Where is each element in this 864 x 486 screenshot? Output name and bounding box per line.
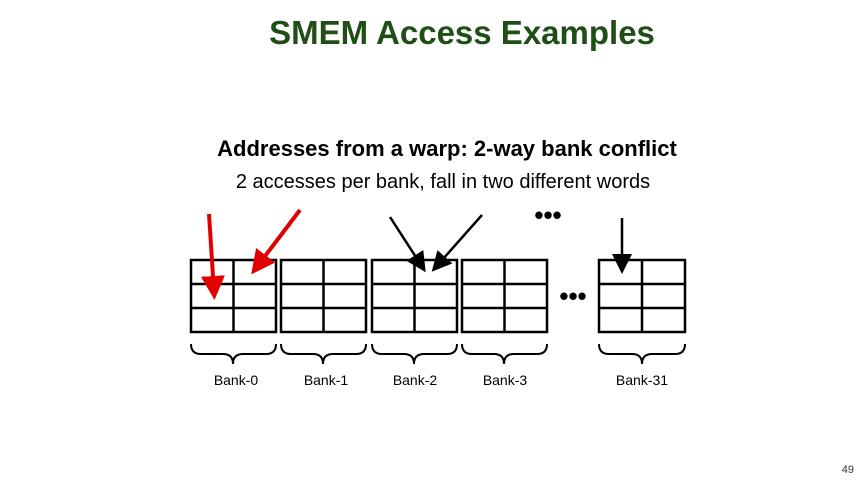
page-number: 49	[841, 464, 854, 476]
ellipsis-top: •••	[534, 200, 561, 230]
conflict-arrow-2	[251, 208, 302, 275]
bank-label-2: Bank-2	[392, 372, 438, 388]
bank-3-grid	[460, 258, 549, 334]
bank-31-brace	[598, 343, 686, 365]
ellipsis-between: •••	[559, 281, 586, 311]
bank-label-3: Bank-3	[482, 372, 528, 388]
bank-1-brace	[280, 343, 367, 365]
slide-title: SMEM Access Examples	[269, 14, 655, 51]
access-arrow-bank2-left	[388, 216, 426, 273]
bank-2-brace	[371, 343, 458, 365]
bank-1-grid	[279, 258, 368, 334]
bank-0-brace	[190, 343, 277, 365]
diagram-subtitle: Addresses from a warp: 2-way bank confli…	[217, 136, 677, 161]
bank-label-0: Bank-0	[213, 372, 259, 388]
diagram-description: 2 accesses per bank, fall in two differe…	[235, 171, 651, 193]
bank-31-grid	[597, 258, 687, 334]
bank-0-grid	[189, 258, 278, 334]
bank-label-31: Bank-31	[615, 372, 669, 388]
bank-2-grid	[370, 258, 459, 334]
bank-label-1: Bank-1	[303, 372, 349, 388]
bank-3-brace	[461, 343, 548, 365]
access-arrow-bank2-right	[431, 214, 483, 272]
conflict-arrow-1	[201, 213, 225, 300]
